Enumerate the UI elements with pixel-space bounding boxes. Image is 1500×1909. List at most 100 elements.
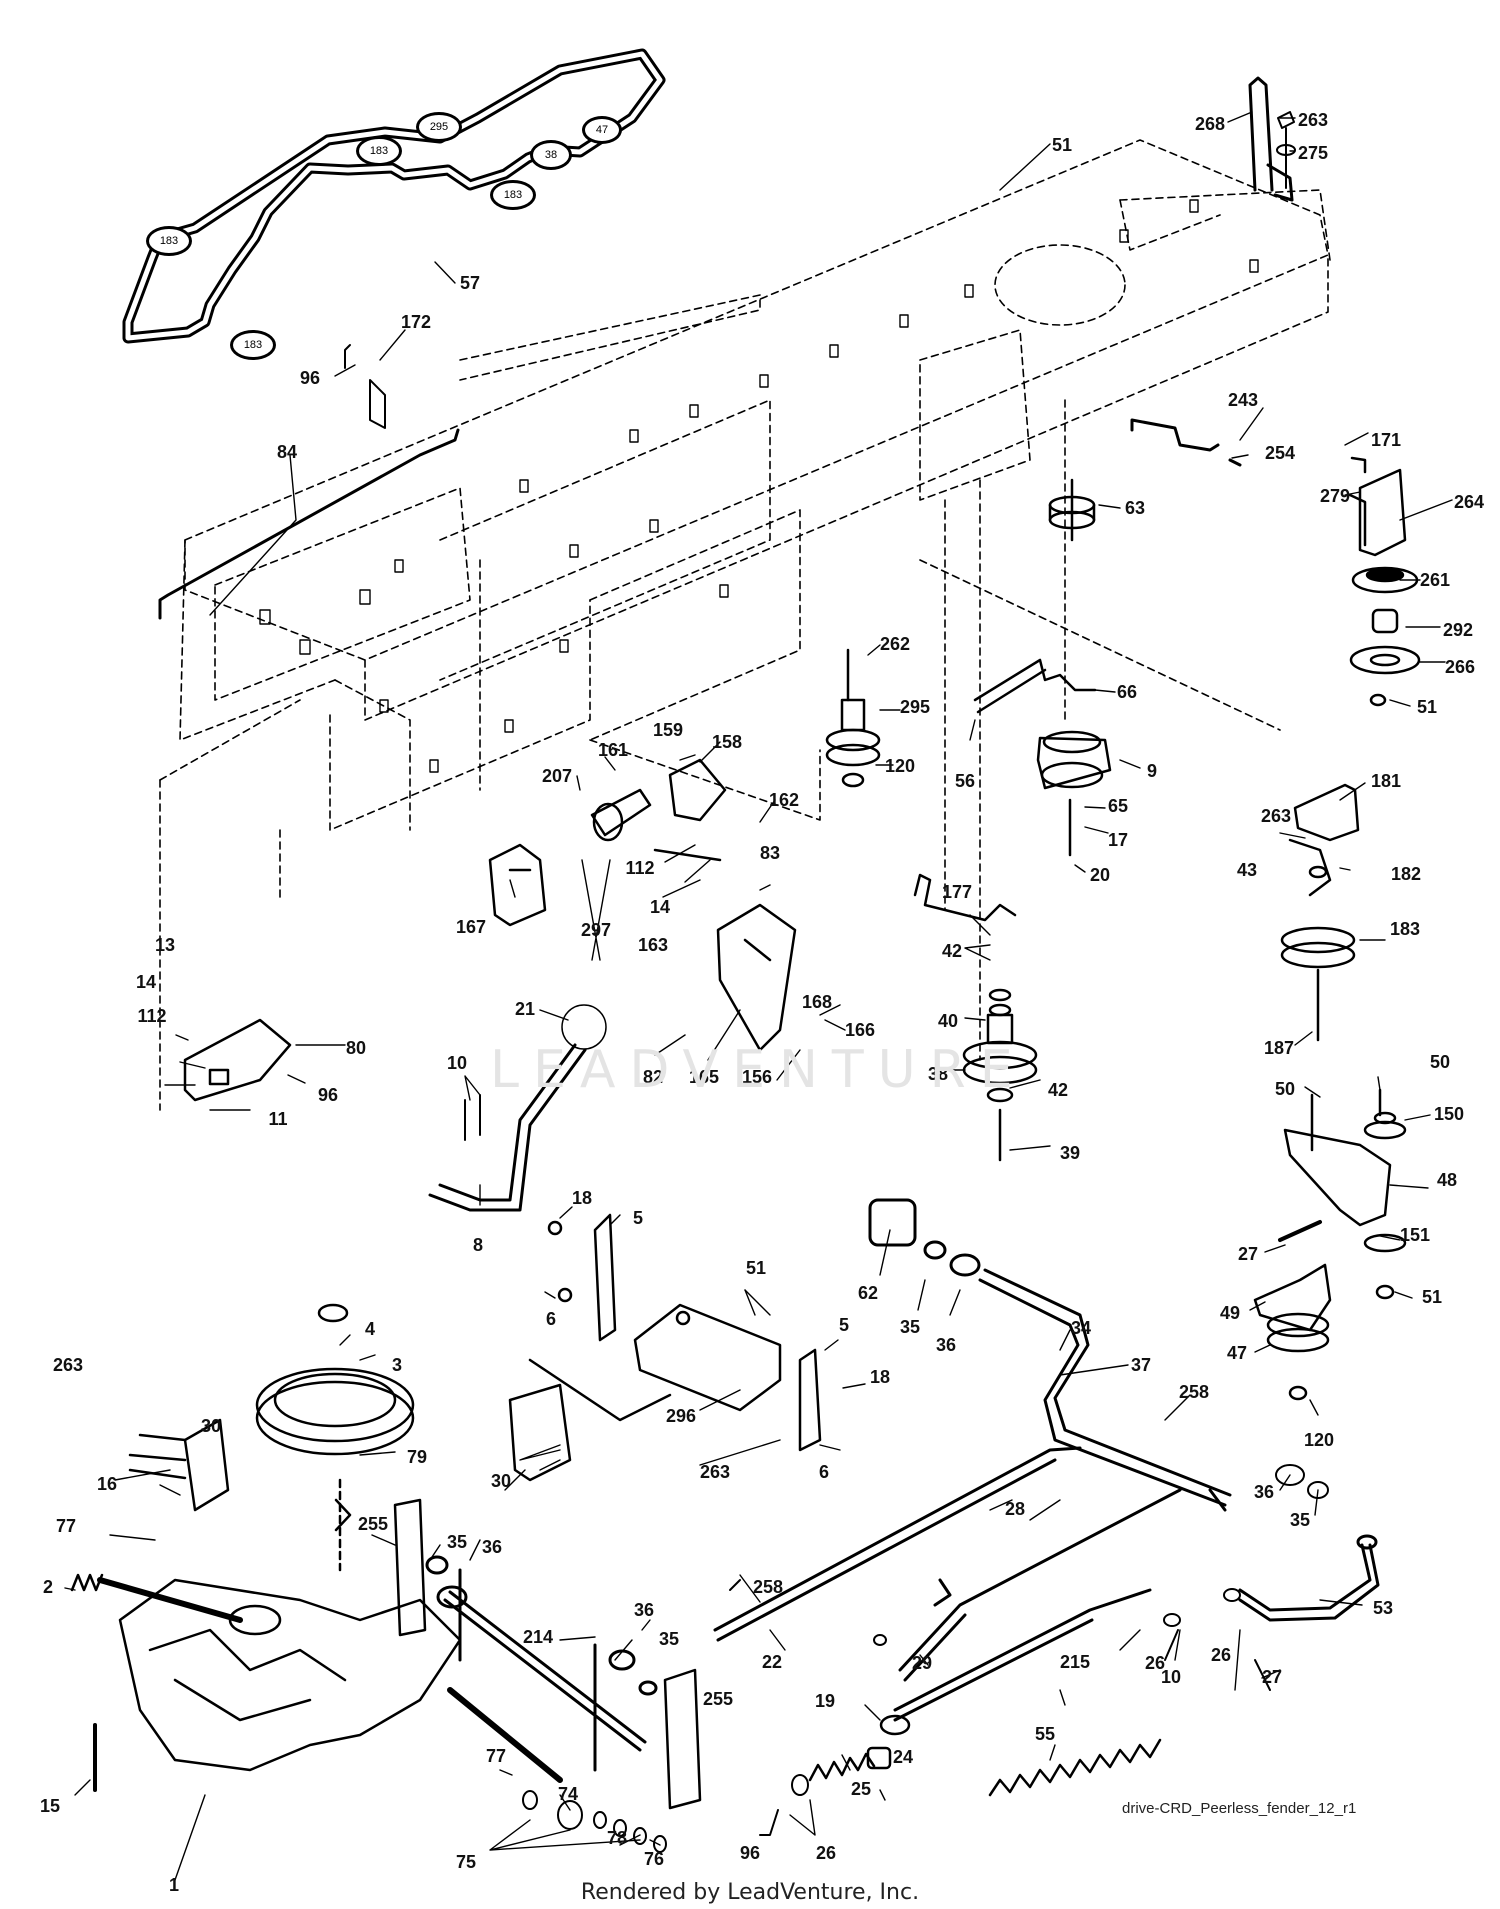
part-label: 37 xyxy=(1130,1355,1152,1375)
tractor-frame xyxy=(159,139,1331,1111)
bracket-181-182-183 xyxy=(1280,783,1360,1042)
part-label: 254 xyxy=(1264,443,1296,463)
lever-8 xyxy=(428,1004,607,1212)
small-hardware xyxy=(729,1464,1329,1836)
part-label: 53 xyxy=(1372,1598,1394,1618)
lever-243 xyxy=(1130,418,1242,467)
part-label: 4 xyxy=(364,1319,376,1339)
leader-lines xyxy=(64,111,1453,1881)
part-label: 162 xyxy=(768,790,800,810)
part-label: 10 xyxy=(1160,1667,1182,1687)
bolt-263-275 xyxy=(1276,111,1296,189)
bracket-49-47 xyxy=(1253,1263,1332,1401)
frame-holes xyxy=(259,199,1259,773)
part-label: 215 xyxy=(1059,1652,1091,1672)
part-label: 77 xyxy=(485,1746,507,1766)
belt-pulley-callout: 183 xyxy=(356,136,402,166)
rod-84 xyxy=(158,344,460,620)
part-label: 181 xyxy=(1370,771,1402,791)
part-label: 50 xyxy=(1429,1052,1451,1072)
part-label: 19 xyxy=(814,1691,836,1711)
part-label: 243 xyxy=(1227,390,1259,410)
rod-53 xyxy=(1238,1534,1380,1622)
brackets-255 xyxy=(393,1498,702,1810)
part-label: 47 xyxy=(1226,1343,1248,1363)
belt-pulley-callout: 38 xyxy=(530,140,572,170)
part-label: 36 xyxy=(935,1335,957,1355)
part-label: 292 xyxy=(1442,620,1474,640)
part-label: 156 xyxy=(741,1067,773,1087)
part-label: 50 xyxy=(1274,1079,1296,1099)
rod-22 xyxy=(713,1446,1082,1642)
part-label: 24 xyxy=(892,1747,914,1767)
spring-25 xyxy=(808,1714,911,1782)
part-label: 82 xyxy=(642,1067,664,1087)
drawing-id-label: drive-CRD_Peerless_fender_12_r1 xyxy=(1122,1800,1357,1817)
part-label: 29 xyxy=(911,1653,933,1673)
bracket-165 xyxy=(716,903,797,1052)
part-label: 62 xyxy=(857,1283,879,1303)
part-label: 177 xyxy=(941,882,973,902)
part-label: 51 xyxy=(1416,697,1438,717)
part-label: 5 xyxy=(632,1208,644,1228)
washers-75-78 xyxy=(522,1790,667,1853)
part-label: 13 xyxy=(154,935,176,955)
part-label: 1 xyxy=(168,1875,180,1895)
part-label: 39 xyxy=(1059,1143,1081,1163)
part-label: 28 xyxy=(1004,1499,1026,1519)
part-label: 74 xyxy=(557,1784,579,1804)
part-label: 263 xyxy=(699,1462,731,1482)
part-label: 120 xyxy=(884,756,916,776)
pulley-3 xyxy=(255,1303,415,1572)
part-label: 112 xyxy=(137,1006,167,1026)
part-label: 10 xyxy=(446,1053,468,1073)
part-label: 26 xyxy=(1210,1645,1232,1665)
part-label: 16 xyxy=(96,1474,118,1494)
part-label: 21 xyxy=(514,999,536,1019)
part-label: 42 xyxy=(941,941,963,961)
part-label: 8 xyxy=(472,1235,484,1255)
transaxle-1 xyxy=(93,1577,563,1792)
part-label: 77 xyxy=(55,1516,77,1536)
part-label: 151 xyxy=(1399,1225,1431,1245)
part-label: 55 xyxy=(1034,1724,1056,1744)
part-label: 40 xyxy=(937,1011,959,1031)
part-label: 258 xyxy=(1178,1382,1210,1402)
part-label: 268 xyxy=(1194,114,1226,134)
part-label: 96 xyxy=(739,1843,761,1863)
part-label: 168 xyxy=(801,992,833,1012)
part-label: 275 xyxy=(1297,143,1329,163)
part-label: 57 xyxy=(459,273,481,293)
part-label: 266 xyxy=(1444,657,1476,677)
part-label: 56 xyxy=(954,771,976,791)
belt-pulley-callout: 183 xyxy=(230,330,276,360)
part-label: 6 xyxy=(818,1462,830,1482)
part-label: 261 xyxy=(1419,570,1451,590)
part-label: 25 xyxy=(850,1779,872,1799)
bracket-66 xyxy=(973,658,1097,714)
part-label: 171 xyxy=(1370,430,1402,450)
part-label: 187 xyxy=(1263,1038,1295,1058)
part-label: 22 xyxy=(761,1652,783,1672)
part-label: 295 xyxy=(899,697,931,717)
pulley-261-266 xyxy=(1349,566,1421,707)
part-label: 167 xyxy=(455,917,487,937)
part-label: 172 xyxy=(400,312,432,332)
spring-2 xyxy=(70,1573,104,1592)
part-label: 35 xyxy=(446,1532,468,1552)
part-label: 263 xyxy=(52,1355,84,1375)
part-label: 17 xyxy=(1107,830,1129,850)
part-label: 48 xyxy=(1436,1170,1458,1190)
part-label: 166 xyxy=(844,1020,876,1040)
part-label: 258 xyxy=(752,1577,784,1597)
part-label: 161 xyxy=(597,740,629,760)
part-label: 49 xyxy=(1219,1303,1241,1323)
part-label: 51 xyxy=(745,1258,767,1278)
bracket-30-mid xyxy=(508,1358,672,1482)
part-label: 6 xyxy=(545,1309,557,1329)
part-label: 76 xyxy=(643,1849,665,1869)
part-label: 96 xyxy=(317,1085,339,1105)
shaft-214 xyxy=(425,1555,658,1772)
